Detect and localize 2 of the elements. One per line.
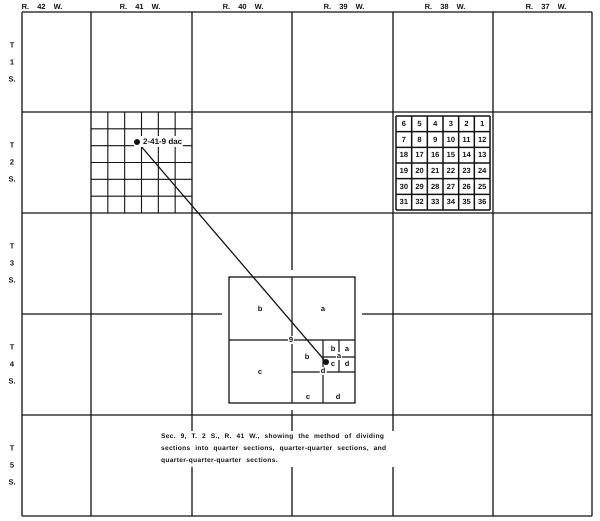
location-code: 2-41-9 dac xyxy=(143,137,182,146)
leader-line xyxy=(141,146,324,360)
